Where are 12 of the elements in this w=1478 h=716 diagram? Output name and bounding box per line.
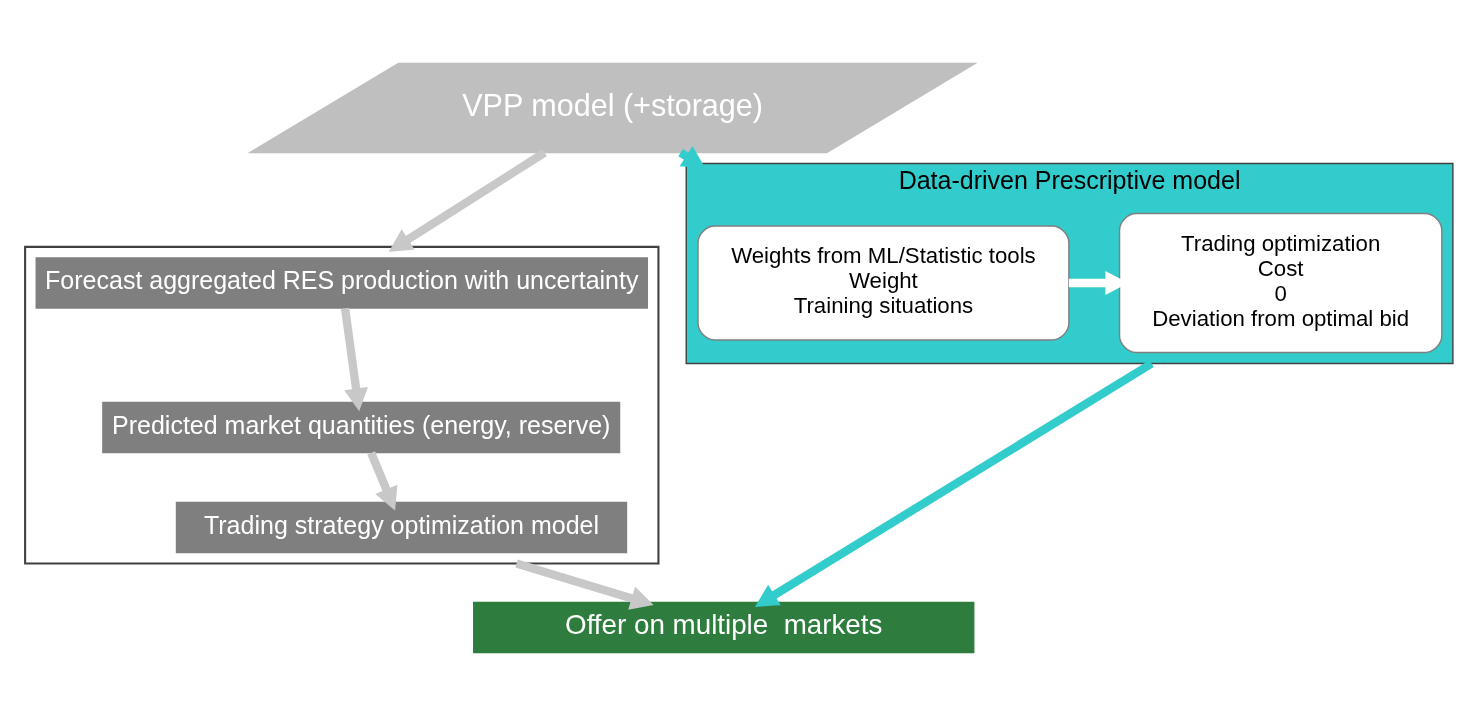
node-box: Trading strategy optimization model — [175, 501, 628, 554]
node-box: Forecast aggregated RES production with uncertainty — [35, 257, 649, 309]
arrow — [367, 451, 398, 511]
node-box: Offer on multiple markets — [473, 601, 975, 654]
arrow — [754, 360, 1154, 607]
node-box: Predicted market quantities (energy, reserve) — [102, 401, 621, 454]
cluster — [24, 245, 660, 565]
node-box: Trading optimization Cost 0 Deviation from optimal bid — [1118, 212, 1443, 354]
arrow — [340, 307, 368, 412]
arrow — [515, 559, 654, 610]
arrow — [388, 149, 547, 252]
node-box: Weights from ML/Statistic tools Weight Training situations — [697, 225, 1070, 341]
